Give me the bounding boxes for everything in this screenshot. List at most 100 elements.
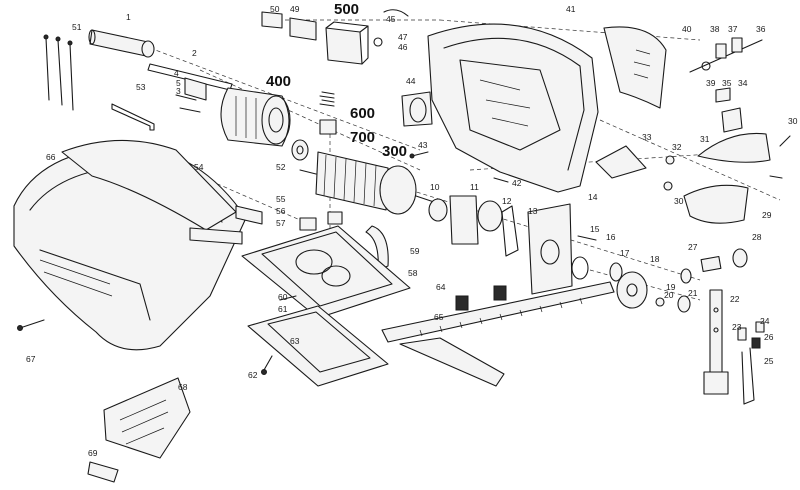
part-65-guide-rail bbox=[381, 281, 615, 387]
label-50: 50 bbox=[270, 4, 280, 14]
part-29-dust-cover bbox=[683, 184, 749, 224]
label-5: 5 bbox=[176, 78, 181, 88]
label-17: 17 bbox=[620, 248, 630, 258]
label-14: 14 bbox=[588, 192, 598, 202]
label-66: 66 bbox=[46, 152, 56, 162]
label-65: 65 bbox=[434, 312, 444, 322]
part-33-bracket bbox=[595, 145, 647, 179]
label-64: 64 bbox=[436, 282, 446, 292]
label-67: 67 bbox=[26, 354, 36, 364]
label-45: 45 bbox=[386, 14, 396, 24]
part-600-spring bbox=[319, 91, 335, 107]
part-51-pins bbox=[43, 34, 74, 111]
label-26: 26 bbox=[764, 332, 774, 342]
label-46: 46 bbox=[398, 42, 408, 52]
part-41-housing bbox=[427, 23, 599, 193]
part-40-cover bbox=[603, 26, 667, 109]
label-63: 63 bbox=[290, 336, 300, 346]
label-18: 18 bbox=[650, 254, 660, 264]
part-46-47-clip bbox=[373, 9, 409, 47]
label-58: 58 bbox=[408, 268, 418, 278]
part-42-pin bbox=[493, 177, 509, 183]
part-69-clip bbox=[87, 461, 119, 483]
label-10: 10 bbox=[430, 182, 440, 192]
part-10-13-gears bbox=[428, 195, 519, 257]
label-27: 27 bbox=[688, 242, 698, 252]
label-60: 60 bbox=[278, 292, 288, 302]
label-57: 57 bbox=[276, 218, 286, 228]
label-23: 23 bbox=[732, 322, 742, 332]
label-30a: 30 bbox=[674, 196, 684, 206]
label-3: 3 bbox=[176, 86, 181, 96]
label-47: 47 bbox=[398, 32, 408, 42]
label-39: 39 bbox=[706, 78, 716, 88]
label-11: 11 bbox=[470, 182, 479, 192]
label-32: 32 bbox=[672, 142, 682, 152]
label-15: 15 bbox=[590, 224, 600, 234]
label-16: 16 bbox=[606, 232, 616, 242]
part-62-screw bbox=[261, 355, 273, 375]
label-36: 36 bbox=[756, 24, 766, 34]
label-51: 51 bbox=[72, 22, 82, 32]
label-30b: 30 bbox=[788, 116, 798, 126]
label-59: 59 bbox=[410, 246, 420, 256]
part-23-26-blade-holder bbox=[737, 321, 765, 405]
part-43-screw bbox=[409, 151, 429, 159]
label-600: 600 bbox=[350, 105, 375, 122]
label-35: 35 bbox=[722, 78, 732, 88]
part-14-plate bbox=[527, 203, 573, 295]
label-69: 69 bbox=[88, 448, 98, 458]
part-18-gear-wheel bbox=[616, 271, 648, 309]
label-22: 22 bbox=[730, 294, 740, 304]
part-1-shaft bbox=[88, 29, 155, 58]
label-19: 19 bbox=[666, 282, 676, 292]
label-28: 28 bbox=[752, 232, 762, 242]
label-38: 38 bbox=[710, 24, 720, 34]
part-64-rollers bbox=[455, 285, 507, 311]
label-49: 49 bbox=[290, 4, 300, 14]
part-19-21-bushings bbox=[655, 295, 691, 313]
label-21: 21 bbox=[688, 288, 698, 298]
part-53-hex-key bbox=[111, 103, 155, 131]
part-68-side-cover bbox=[103, 377, 191, 459]
label-53: 53 bbox=[136, 82, 146, 92]
label-300: 300 bbox=[382, 143, 407, 160]
part-500-switch-block bbox=[325, 21, 369, 65]
part-22-plunger bbox=[703, 289, 729, 395]
label-62: 62 bbox=[248, 370, 258, 380]
part-60-63-sole-plate bbox=[247, 295, 389, 387]
label-43: 43 bbox=[418, 140, 428, 150]
label-700: 700 bbox=[350, 129, 375, 146]
part-3-4-5-bracket bbox=[175, 77, 207, 113]
label-40: 40 bbox=[682, 24, 692, 34]
label-1: 1 bbox=[126, 12, 131, 22]
label-68: 68 bbox=[178, 382, 188, 392]
part-31-guard bbox=[697, 132, 771, 163]
label-52: 52 bbox=[276, 162, 286, 172]
part-15-17-rings bbox=[571, 235, 623, 282]
label-2: 2 bbox=[192, 48, 197, 58]
label-37: 37 bbox=[728, 24, 738, 34]
part-27-28-roller bbox=[680, 248, 748, 284]
part-30-32-screws bbox=[663, 135, 791, 191]
label-33: 33 bbox=[642, 132, 652, 142]
label-31: 31 bbox=[700, 134, 710, 144]
label-61: 61 bbox=[278, 304, 288, 314]
label-55: 55 bbox=[276, 194, 286, 204]
label-34: 34 bbox=[738, 78, 748, 88]
label-42: 42 bbox=[512, 178, 522, 188]
part-400-stator bbox=[220, 87, 291, 147]
label-44: 44 bbox=[406, 76, 416, 86]
label-25: 25 bbox=[764, 356, 774, 366]
label-500: 500 bbox=[334, 1, 359, 18]
part-49-50-switch bbox=[261, 11, 317, 41]
part-44-fan bbox=[401, 91, 433, 127]
label-13: 13 bbox=[528, 206, 538, 216]
part-35-39-assembly bbox=[689, 37, 763, 103]
label-41: 41 bbox=[566, 4, 576, 14]
label-20: 20 bbox=[664, 290, 674, 300]
label-400: 400 bbox=[266, 73, 291, 90]
part-52-bearing bbox=[291, 139, 309, 161]
